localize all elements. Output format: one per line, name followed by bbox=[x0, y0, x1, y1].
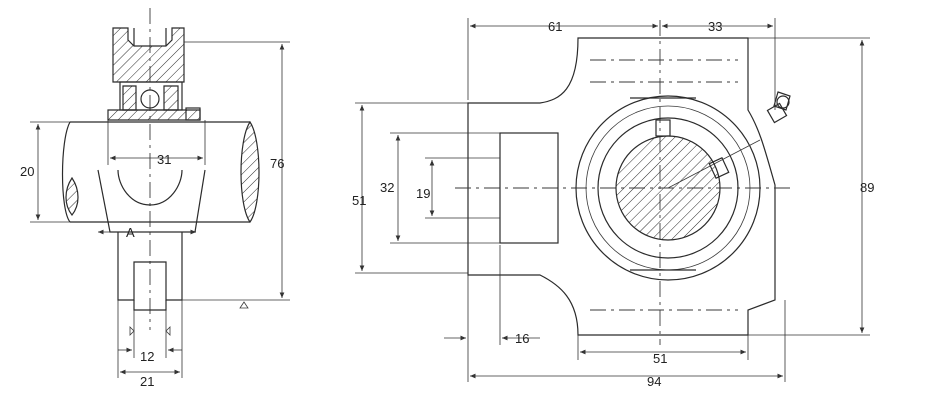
dim-76: 76 bbox=[270, 156, 284, 171]
dim-51-left: 51 bbox=[352, 193, 366, 208]
slot-walls bbox=[133, 28, 167, 46]
set-screw-front bbox=[708, 156, 730, 180]
dim-51-bottom: 51 bbox=[653, 351, 667, 366]
side-section-view: 20 31 76 A 12 21 bbox=[20, 8, 290, 389]
section-label-A: A bbox=[126, 225, 135, 240]
dim-16: 16 bbox=[515, 331, 529, 346]
inner-ring-flange bbox=[107, 109, 201, 121]
dim-61: 61 bbox=[548, 19, 562, 34]
bearing-race-left bbox=[122, 85, 137, 111]
housing-ring-outer bbox=[575, 95, 761, 281]
housing-body bbox=[97, 169, 206, 233]
bore-arc bbox=[117, 169, 183, 206]
front-view: 61 33 51 32 19 16 51 94 bbox=[352, 18, 874, 389]
dim-33: 33 bbox=[708, 19, 722, 34]
grease-nipple-icon bbox=[766, 91, 791, 124]
dim-32: 32 bbox=[380, 180, 394, 195]
shaft-cut-left bbox=[65, 176, 79, 216]
dim-89: 89 bbox=[860, 180, 874, 195]
slot-rectangle bbox=[499, 132, 559, 244]
dim-94: 94 bbox=[647, 374, 661, 389]
bearing-ball bbox=[140, 89, 160, 109]
dim-21: 21 bbox=[140, 374, 154, 389]
dim-12-markers bbox=[129, 326, 171, 336]
ring-flats bbox=[630, 97, 696, 271]
stem-foot bbox=[133, 300, 167, 311]
key-top bbox=[655, 119, 671, 137]
housing-ring-inner bbox=[597, 117, 739, 259]
top-slider-block bbox=[112, 27, 185, 83]
dim-20: 20 bbox=[20, 164, 34, 179]
base-triangle-mark bbox=[239, 301, 249, 309]
bearing-race-right bbox=[163, 85, 179, 111]
lower-stem bbox=[117, 232, 183, 301]
dim-12: 12 bbox=[140, 349, 154, 364]
dim-31: 31 bbox=[157, 152, 171, 167]
screw-leader bbox=[667, 139, 761, 189]
housing-outline bbox=[467, 37, 776, 336]
dim-19: 19 bbox=[416, 186, 430, 201]
shaft-cut-right bbox=[240, 120, 260, 224]
shaft-edges bbox=[70, 121, 250, 223]
shaft-left-end bbox=[61, 121, 71, 223]
